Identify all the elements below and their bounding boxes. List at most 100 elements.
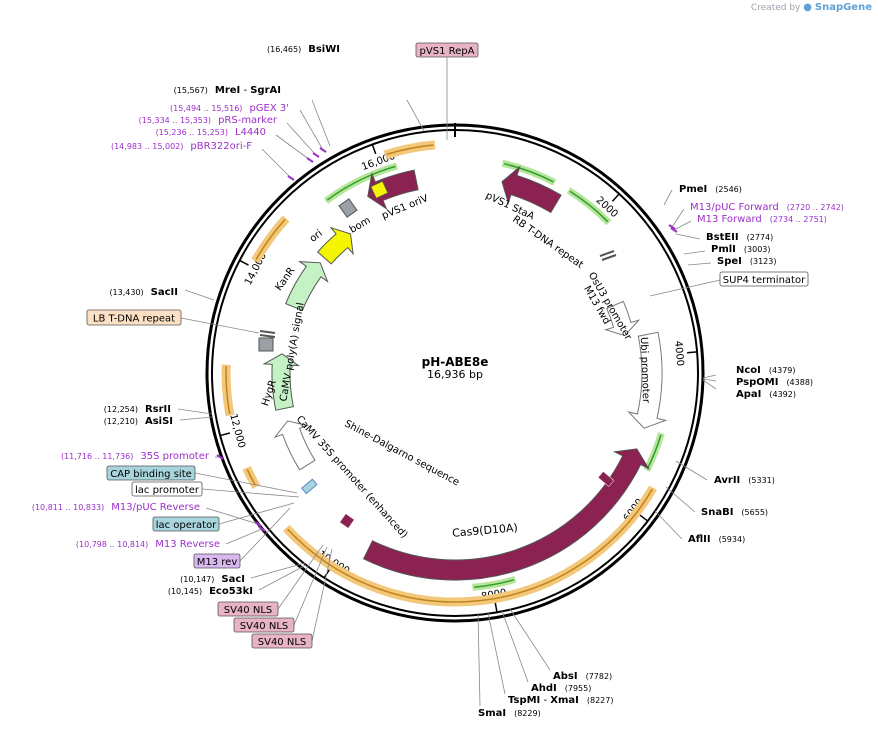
callout-label: PmlI(3003) (711, 244, 771, 255)
leader-line (258, 564, 307, 591)
tick-mark (611, 193, 620, 202)
primer-band-line (473, 579, 515, 588)
callout-label: (10,798 .. 10,814)M13 Reverse (76, 539, 220, 550)
primer-band-line (569, 190, 609, 223)
leader-line (293, 546, 328, 626)
callout-name: RsrII (145, 404, 171, 415)
callout-box-label: CAP binding site (110, 469, 192, 480)
callout-label: (15,236 .. 15,253)L4440 (156, 127, 266, 138)
origin-band-line (246, 469, 257, 486)
feature-arrow-7 (604, 300, 641, 337)
callout-sup4: SUP4 terminator (649, 271, 809, 297)
callout-label: (10,145)Eco53kI (168, 586, 253, 597)
leader-line (205, 507, 259, 525)
callout-label: BstEII(2774) (706, 232, 773, 243)
tick-mark (687, 351, 698, 354)
credit-prefix: Created by (750, 3, 801, 13)
callout-pos: (15,334 .. 15,353) (139, 116, 211, 125)
callout-name: MreI (215, 85, 240, 96)
callout-name: ApaI (736, 389, 761, 400)
callout-eco53ki: (10,145)Eco53kI (168, 564, 307, 597)
leader-line (311, 548, 333, 642)
inner-label-cas9: Cas9(D10A) (452, 521, 519, 540)
callout-box-label: SV40 NLS (224, 605, 273, 616)
leader-line (702, 379, 717, 390)
callout-sacii: (13,430)SacII (109, 287, 215, 301)
callout-name: AflII (688, 534, 711, 545)
callout-pmli: PmlI(3003) (683, 244, 771, 255)
primer-mark (319, 147, 327, 153)
feature-arrow-6 (627, 331, 668, 429)
origin-band-line (225, 366, 231, 414)
leader-line (180, 317, 260, 334)
callout-pos: (3003) (744, 245, 771, 254)
callout-snabi: SnaBI (5655) (665, 486, 768, 518)
primer-mark (312, 152, 320, 158)
callout-label: SpeI(3123) (717, 256, 776, 267)
leader-line (649, 279, 721, 297)
tick-mark (494, 602, 498, 613)
primer-mark (306, 157, 314, 163)
callout-label: (16,465)BsiWI (267, 44, 340, 55)
leader-line (225, 528, 263, 545)
callout-box (233, 617, 295, 633)
callout-name: AvrII (714, 475, 740, 486)
callout-pos: (10,811 .. 10,833) (32, 503, 104, 512)
callout-bsiwi: (16,465)BsiWI (267, 44, 425, 132)
inner-label-rb_tdna: RB T-DNA repeat (510, 214, 585, 271)
callout-label: NcoI(4379) (736, 365, 796, 376)
leader-line (665, 486, 696, 513)
leader-line (675, 460, 708, 481)
callout-tspmi: TspMI - XmaI(8227) (487, 612, 613, 706)
tick-mark (639, 514, 649, 522)
callout-box-label: lac operator (156, 520, 217, 531)
polya-box (258, 337, 274, 352)
callout-name: AhdI (531, 683, 557, 694)
lac-box (301, 478, 318, 495)
callout-pos: (5331) (748, 476, 775, 485)
primer-mark (668, 224, 676, 230)
feature-arrow-5 (262, 353, 300, 411)
callout-name: SacI (221, 574, 245, 585)
sd-box (340, 514, 354, 528)
callout-name: AsiSI (145, 416, 173, 427)
leader-line (311, 99, 331, 147)
callout-cap: CAP binding site (106, 465, 298, 494)
callout-pos: (16,465) (267, 45, 301, 54)
callout-l4440: (15,236 .. 15,253)L4440 (156, 127, 314, 163)
callout-ncoi: NcoI(4379) (702, 365, 796, 379)
leader-line (261, 148, 292, 179)
callout-label: PmeI(2546) (679, 184, 742, 195)
callout-label: (11,716 .. 11,736)35S promoter (61, 451, 210, 462)
callout-bsteii: BstEII(2774) (675, 232, 773, 243)
callout-lacprom: lac promoter (131, 481, 300, 498)
callout-label: (10,147) SacI (180, 574, 245, 585)
callout-name: SnaBI (701, 507, 733, 518)
primer-band-line (326, 165, 396, 201)
leader-line (299, 109, 324, 151)
leader-line (687, 262, 712, 266)
callout-m13_rev_primer: (10,798 .. 10,814)M13 Reverse (76, 526, 266, 550)
callout-pspomi: PspOMI(4388) (702, 377, 813, 388)
callout-label: AhdI(7955) (531, 683, 591, 694)
callout-pos: (10,147) (180, 575, 214, 584)
callout-avrii: AvrII (5331) (675, 460, 775, 486)
callout-name: M13/pUC Reverse (111, 502, 200, 513)
plasmid-center: pH-ABE8e 16,936 bp (422, 355, 489, 381)
leader-line (194, 472, 298, 494)
lb-mark (259, 330, 276, 334)
outer-features (221, 140, 665, 607)
leader-line (184, 289, 215, 301)
inner-label-ori: ori (308, 228, 325, 245)
callout-pos: (5655) (741, 508, 768, 517)
tick-mark (371, 144, 377, 155)
leader-line (477, 612, 481, 707)
feature-arrow-8 (273, 420, 316, 471)
feature-arrow-2 (501, 165, 562, 214)
leader-line (509, 608, 551, 671)
callout-nls2: SV40 NLS (233, 546, 328, 633)
callout-name: TspMI (508, 695, 540, 706)
callout-name: PspOMI (736, 377, 778, 388)
callout-label: (15,494 .. 15,516)pGEX 3' (170, 103, 289, 114)
